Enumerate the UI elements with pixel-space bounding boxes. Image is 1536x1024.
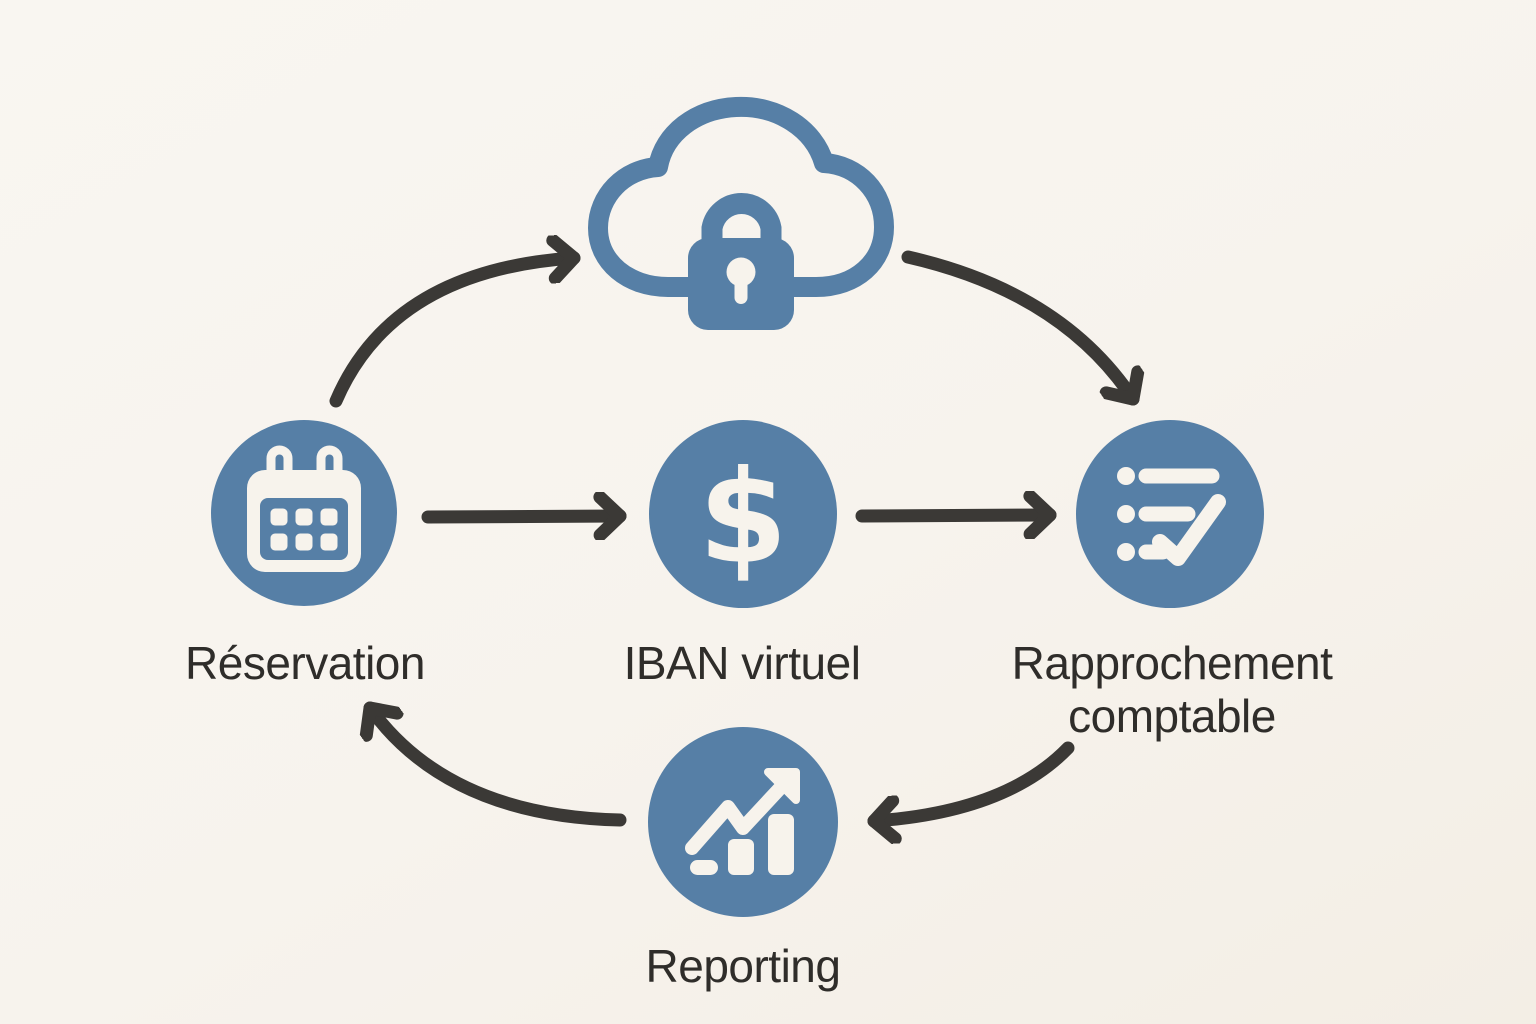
label-rapprochement-comptable: Rapprochement comptable: [1011, 637, 1333, 743]
arrow-reservation-to-iban: [421, 516, 627, 517]
lock-keyhole: [726, 257, 756, 287]
label-reservation: Réservation: [185, 637, 425, 689]
checklist-icon: [1117, 467, 1226, 566]
arrow-iban-to-rapprochement: [855, 515, 1057, 516]
connector-arrows: [329, 250, 1133, 827]
bar-chart-icon: [685, 768, 800, 875]
node-reservation: [211, 420, 397, 606]
cloud-lock-icon: [588, 96, 894, 330]
label-iban-virtuel: IBAN virtuel: [623, 637, 861, 689]
arrow-reporting-to-reservation: [370, 701, 627, 827]
dollar-icon: $: [698, 444, 787, 593]
arrow-rapprochement-to-reporting: [867, 741, 1075, 821]
iban-circle: [649, 420, 837, 608]
label-reporting: Reporting: [645, 940, 841, 992]
arrow-reservation-to-cloud: [329, 258, 581, 408]
node-reporting: [648, 727, 838, 917]
lock-shackle: [701, 193, 782, 263]
calendar-icon: [247, 445, 361, 572]
node-iban-virtuel: $: [649, 420, 837, 608]
node-rapprochement-comptable: [1076, 420, 1264, 608]
lock-keyhole-stem: [734, 278, 748, 304]
arrow-cloud-to-rapprochement: [901, 250, 1133, 406]
cloud-outline: [588, 96, 894, 297]
